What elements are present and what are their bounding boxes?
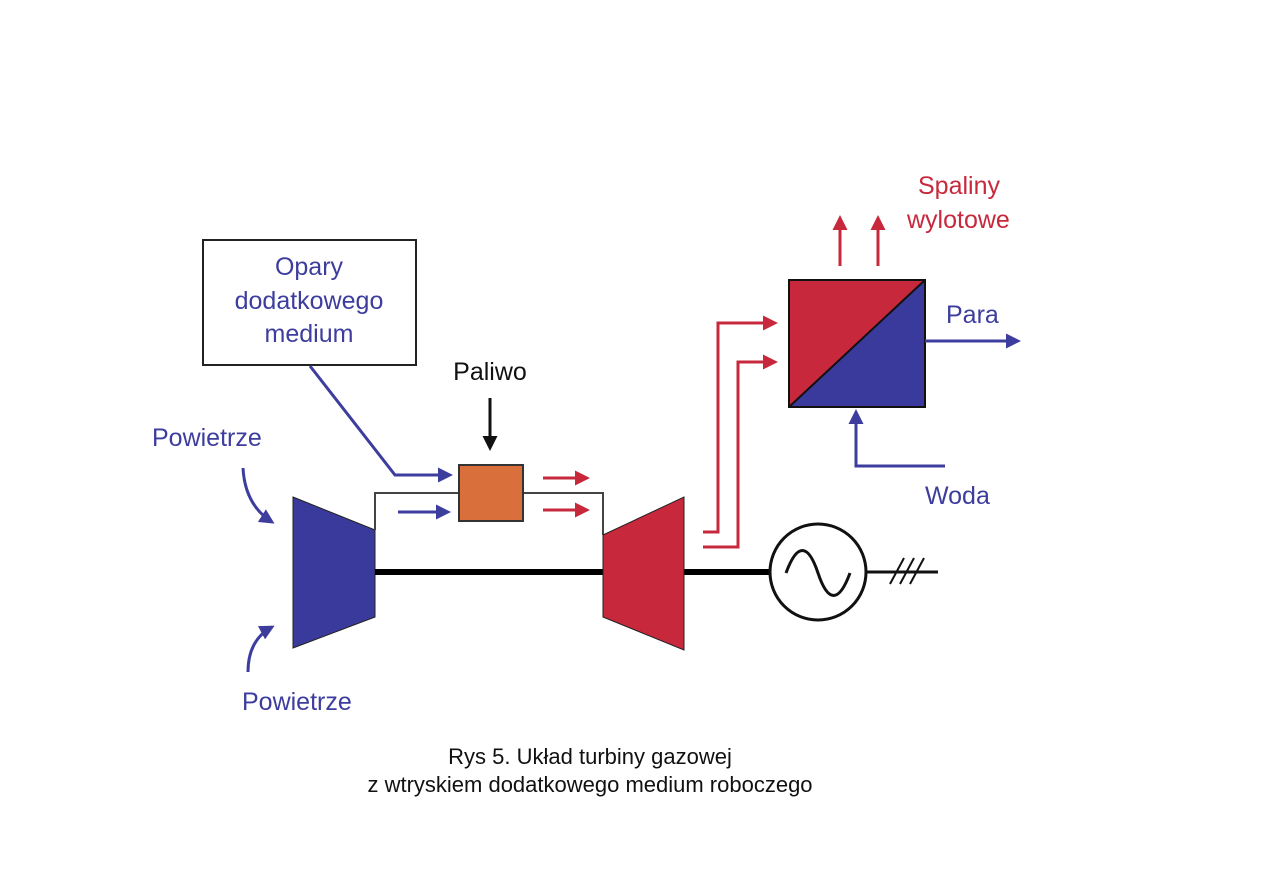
- water-arrow: [848, 409, 945, 468]
- vapour-injection-arrow: [308, 365, 453, 483]
- air-arrow-bottom: [246, 625, 275, 673]
- ground-icon: [889, 557, 925, 585]
- compressor: [292, 496, 376, 649]
- air-arrow-top: [241, 467, 275, 524]
- air-label-top: Powietrze: [152, 424, 262, 452]
- exhaust-label-2: wylotowe: [906, 206, 1010, 234]
- vapour-label-1: Opary: [275, 253, 344, 281]
- combustor: [458, 464, 524, 522]
- vapour-label-3: medium: [265, 320, 354, 348]
- sine-wave: [784, 549, 852, 597]
- fuel-label: Paliwo: [453, 358, 527, 386]
- air-label-bottom: Powietrze: [242, 688, 352, 716]
- exhaust-line-1: [703, 315, 778, 534]
- hrsg-diagonal: [788, 279, 926, 408]
- exhaust-label-1: Spaliny: [918, 172, 1000, 200]
- water-label: Woda: [925, 482, 990, 510]
- exhaust-line-2: [703, 354, 778, 549]
- turbine: [602, 496, 685, 651]
- caption-line-1: Rys 5. Układ turbiny gazowej: [448, 744, 732, 769]
- steam-label: Para: [946, 301, 999, 329]
- vapour-label-2: dodatkowego: [235, 287, 384, 315]
- caption-line-2: z wtryskiem dodatkowego medium roboczego: [367, 772, 813, 797]
- hrsg: [788, 279, 926, 408]
- vapour-box: [202, 239, 417, 366]
